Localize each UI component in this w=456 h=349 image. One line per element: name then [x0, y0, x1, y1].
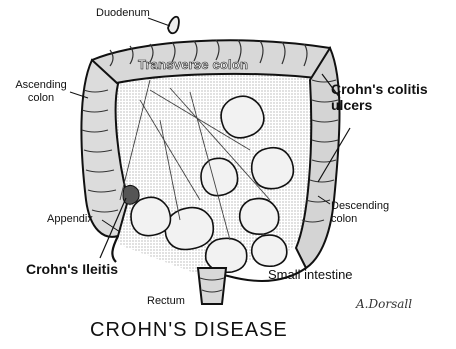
label-appendix: Appendix: [47, 214, 93, 225]
label-descending-colon-line1: Descending: [331, 200, 411, 213]
appendix: [112, 236, 118, 262]
label-transverse-colon: Transverse colon: [138, 58, 248, 71]
duodenum: [168, 17, 179, 34]
artist-signature: A.Dorsall: [356, 298, 412, 310]
label-descending-colon: Descending colon: [331, 200, 411, 225]
label-crohns-colitis-ulcers: Crohn's colitis ulcers: [331, 82, 451, 113]
label-small-intestine: Small intestine: [268, 268, 353, 281]
label-ascending-colon: Ascending colon: [10, 79, 72, 104]
label-ascending-colon-line2: colon: [10, 92, 72, 105]
rectum: [198, 268, 226, 304]
ileitis-lesion: [123, 185, 139, 204]
label-rectum: Rectum: [147, 296, 185, 307]
label-crohns-colitis-line1: Crohn's colitis: [331, 82, 451, 98]
label-crohns-ileitis: Crohn's Ileitis: [26, 262, 118, 276]
duodenum-pointer: [148, 18, 170, 26]
diagram-title: CROHN'S DISEASE: [90, 320, 288, 340]
label-duodenum: Duodenum: [96, 8, 150, 19]
label-ascending-colon-line1: Ascending: [10, 79, 72, 92]
label-descending-colon-line2: colon: [331, 213, 411, 226]
label-crohns-colitis-line2: ulcers: [331, 98, 451, 114]
